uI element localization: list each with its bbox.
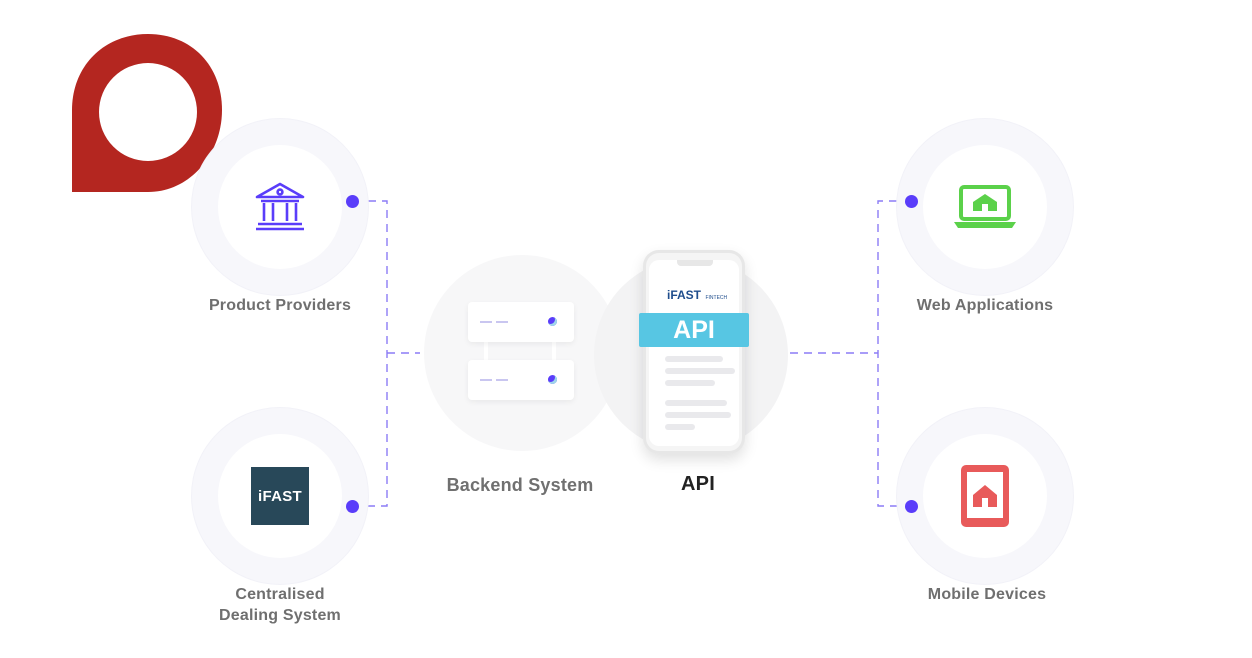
api-banner: API <box>639 313 749 347</box>
phone-logo-sub: FINTECH <box>705 295 728 301</box>
server-icon <box>484 342 556 364</box>
phone-logo-text: iFAST <box>667 288 702 302</box>
phone-logo: iFAST FINTECH <box>667 286 727 304</box>
web-applications-label: Web Applications <box>916 297 1054 314</box>
centralised-dealing-label: Centralised Dealing System <box>180 584 380 626</box>
product-providers-node <box>218 145 342 269</box>
centralised-dealing-label-line1: Centralised <box>235 586 325 603</box>
server-card-top <box>468 302 574 342</box>
product-providers-label: Product Providers <box>208 297 352 314</box>
web-applications-connector-dot <box>905 195 918 208</box>
mobile-devices-node <box>923 434 1047 558</box>
web-applications-node <box>923 145 1047 269</box>
bank-icon <box>255 182 305 231</box>
laptop-home-icon <box>954 185 1016 228</box>
api-label: API <box>681 473 715 495</box>
centralised-dealing-connector-dot <box>346 500 359 513</box>
centralised-dealing-node: iFAST <box>218 434 342 558</box>
tablet-home-icon <box>961 465 1009 527</box>
ifast-logo: iFAST <box>251 467 309 525</box>
mobile-devices-connector-dot <box>905 500 918 513</box>
product-providers-connector-dot <box>346 195 359 208</box>
server-card-bottom <box>468 360 574 400</box>
backend-node <box>424 255 620 451</box>
location-pin-icon <box>72 34 222 192</box>
mobile-devices-label: Mobile Devices <box>927 586 1047 603</box>
centralised-dealing-label-line2: Dealing System <box>219 607 341 624</box>
phone-screen: iFAST FINTECH <box>649 260 739 446</box>
api-phone: iFAST FINTECH <box>643 250 745 454</box>
backend-label: Backend System <box>446 475 594 495</box>
